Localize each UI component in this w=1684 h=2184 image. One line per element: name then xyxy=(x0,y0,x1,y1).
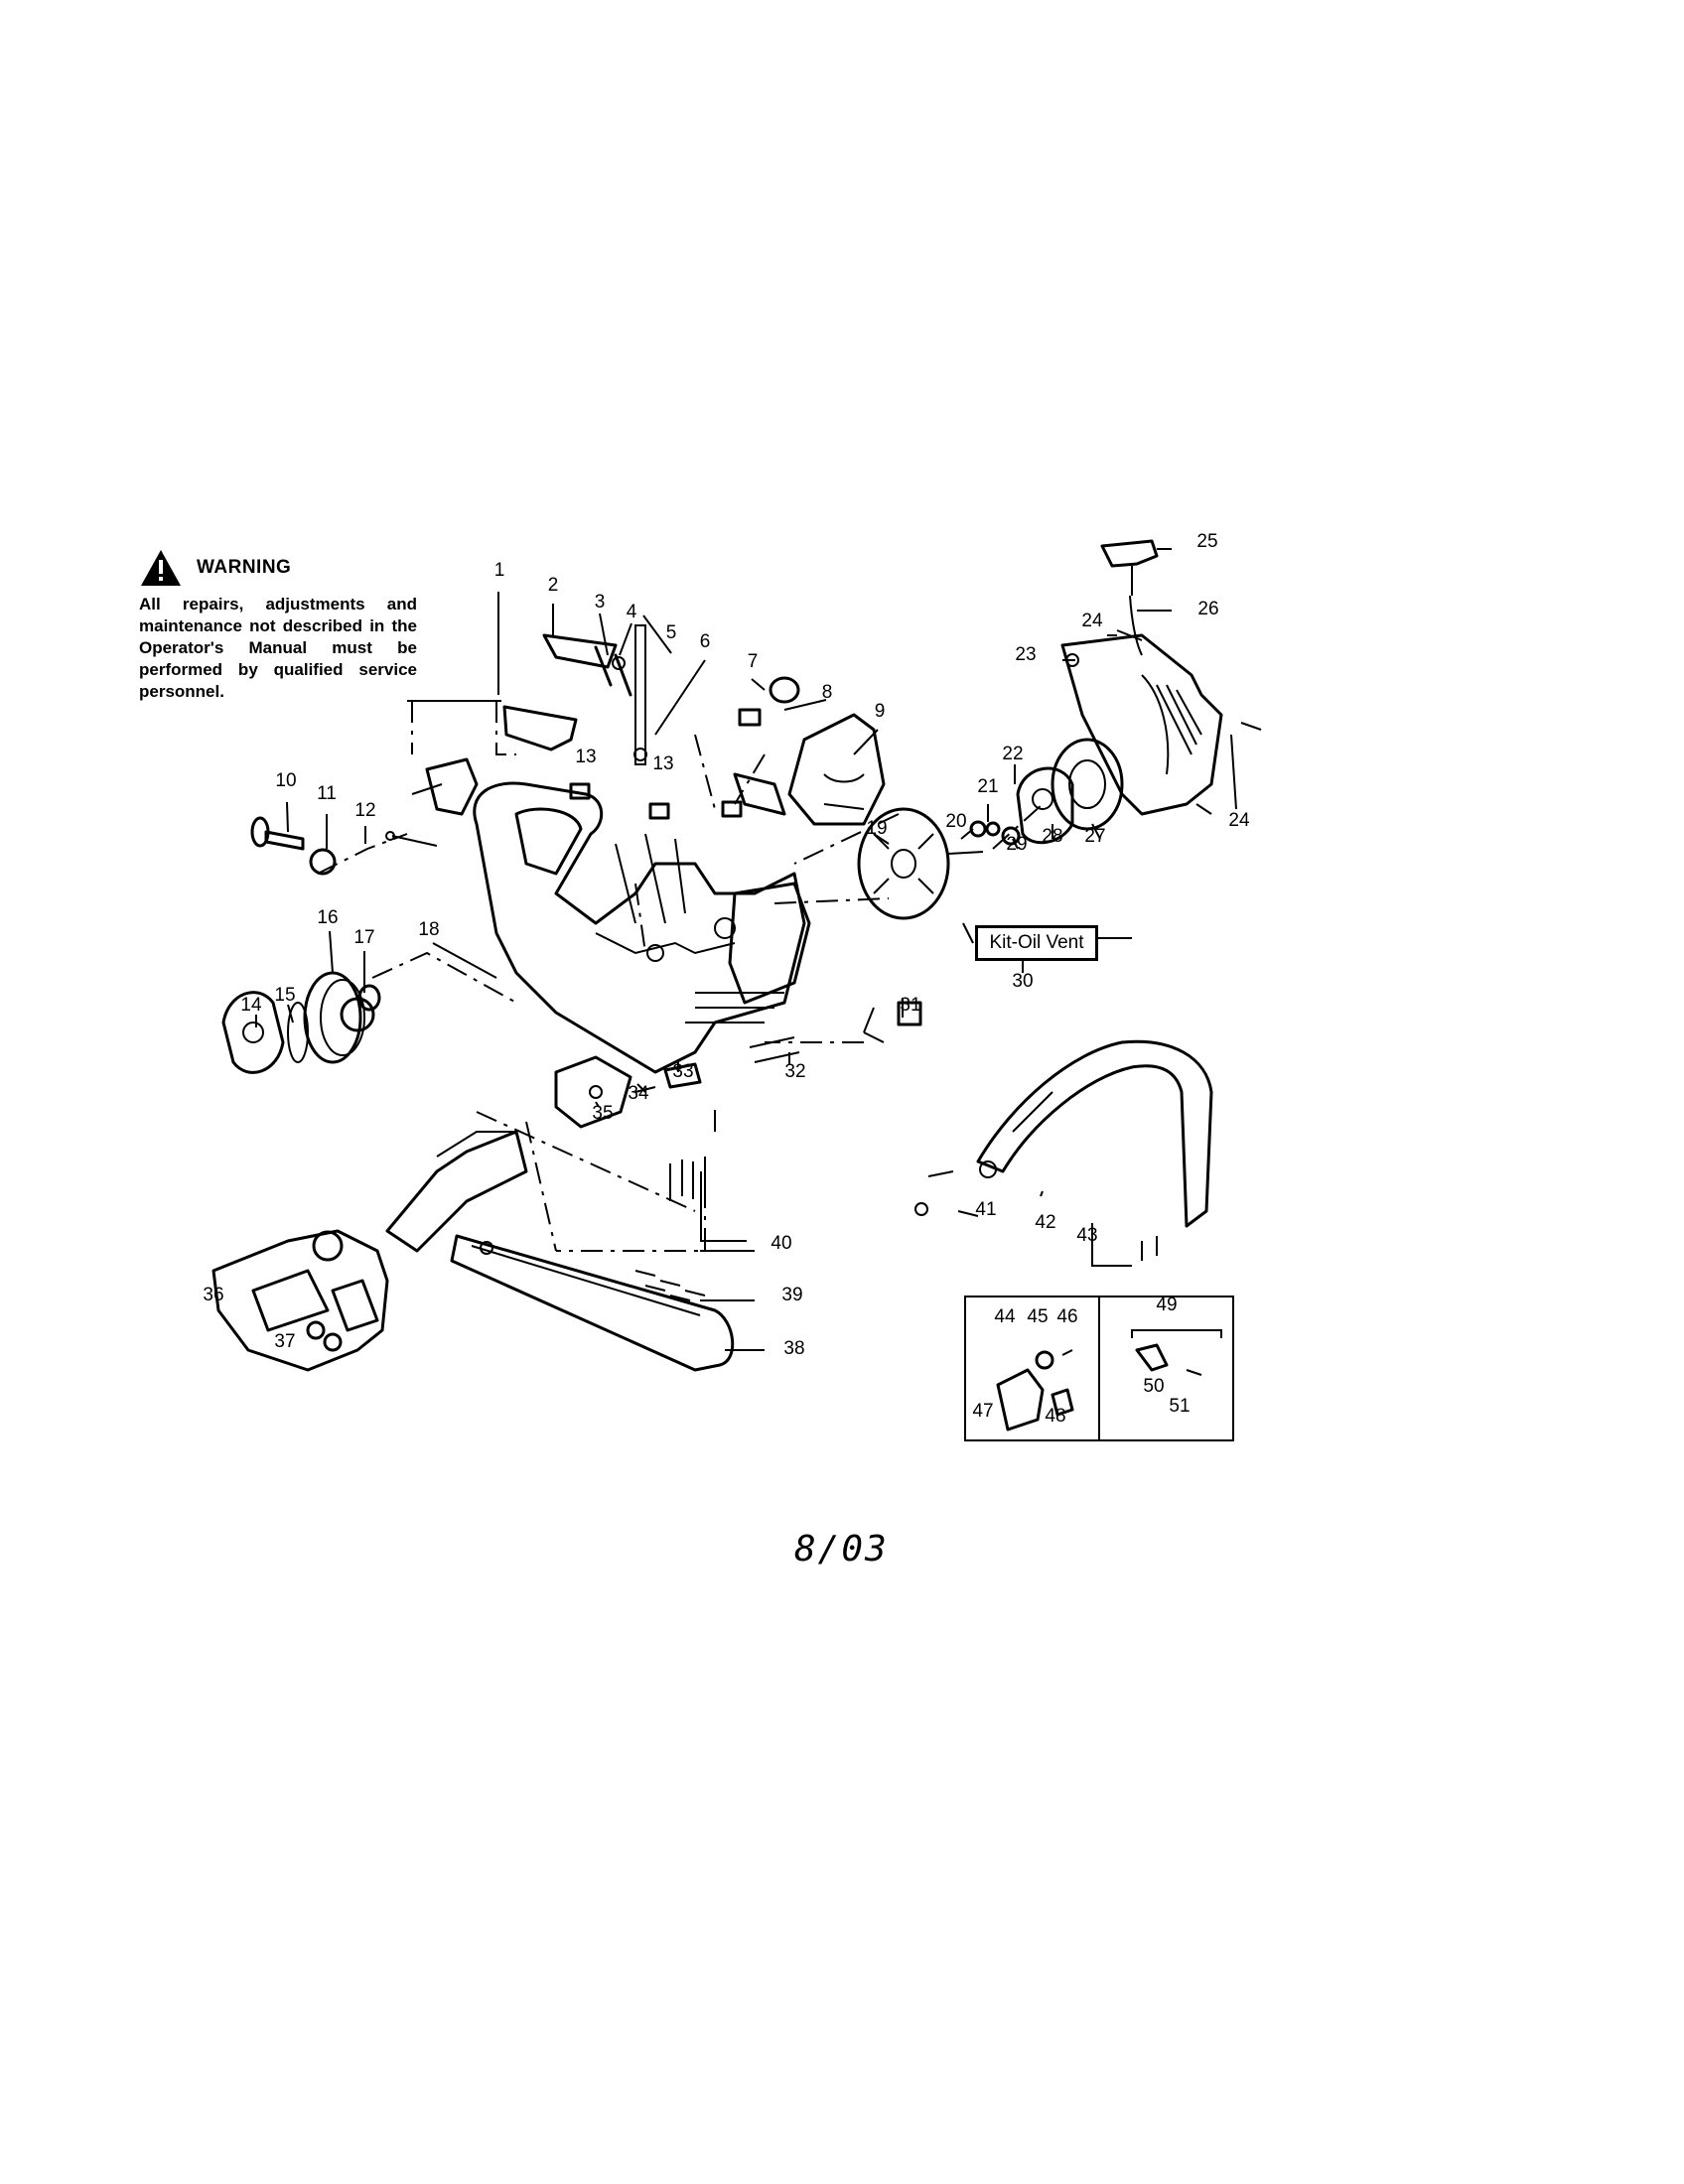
callout-48: 48 xyxy=(1045,1406,1065,1427)
callout-1: 1 xyxy=(494,560,505,581)
callout-28: 28 xyxy=(1042,826,1062,847)
leader-lines xyxy=(317,700,1044,1252)
callout-37: 37 xyxy=(274,1331,295,1352)
date-code: 8/03 xyxy=(794,1529,889,1570)
handle-screws-part xyxy=(914,1170,1158,1261)
callout-30: 30 xyxy=(1012,971,1033,992)
callout-11: 11 xyxy=(317,783,337,804)
saw-chain-part xyxy=(634,1270,706,1301)
callout-lines xyxy=(255,548,1237,1351)
callout-47: 47 xyxy=(972,1401,993,1422)
warning-header: WARNING xyxy=(139,548,417,588)
kit-oil-vent-label: Kit-Oil Vent xyxy=(975,925,1098,961)
oil-vent-part xyxy=(863,1001,922,1043)
callout-50: 50 xyxy=(1143,1376,1164,1397)
small-parts-cluster xyxy=(569,624,743,820)
callout-21: 21 xyxy=(977,776,998,797)
callout-40: 40 xyxy=(771,1233,791,1254)
flywheel-part xyxy=(857,807,984,920)
callout-46: 46 xyxy=(1056,1306,1077,1327)
callout-7: 7 xyxy=(748,651,759,672)
callout-24: 24 xyxy=(1081,611,1103,631)
callout-19: 19 xyxy=(866,818,887,839)
callout-35: 35 xyxy=(592,1103,613,1124)
callout-39: 39 xyxy=(781,1285,802,1305)
callout-44: 44 xyxy=(994,1306,1016,1327)
bar-bolts-part xyxy=(669,1157,706,1201)
starter-handle-part xyxy=(1100,539,1159,656)
callout-9: 9 xyxy=(875,701,886,722)
callout-14: 14 xyxy=(240,995,262,1016)
callout-6: 6 xyxy=(700,631,711,652)
callout-51: 51 xyxy=(1169,1396,1190,1417)
warning-text: All repairs, adjustments and maintenance… xyxy=(139,595,417,701)
starter-pulley-part xyxy=(1016,766,1074,845)
callout-24: 24 xyxy=(1228,810,1250,831)
callout-23: 23 xyxy=(1015,644,1036,665)
clutch-assembly-part xyxy=(221,971,381,1074)
callout-22: 22 xyxy=(1002,744,1023,764)
callout-49: 49 xyxy=(1156,1295,1177,1315)
callout-27: 27 xyxy=(1084,826,1105,847)
callout-32: 32 xyxy=(784,1061,805,1082)
washer-part xyxy=(969,820,1021,846)
callout-42: 42 xyxy=(1035,1212,1055,1233)
callout-2: 2 xyxy=(548,575,559,596)
callout-13: 13 xyxy=(575,747,596,767)
callout-43: 43 xyxy=(1076,1225,1097,1246)
guide-bar-part xyxy=(450,1234,735,1372)
callout-33: 33 xyxy=(672,1061,693,1082)
callout-26: 26 xyxy=(1197,599,1218,619)
callout-3: 3 xyxy=(595,592,606,613)
top-cover-part xyxy=(502,633,618,751)
callout-15: 15 xyxy=(274,985,295,1006)
bar-stud-part xyxy=(250,816,337,876)
warning-notice: WARNING All repairs, adjustments and mai… xyxy=(139,548,417,703)
callout-34: 34 xyxy=(628,1083,649,1104)
sprocket-cover-part xyxy=(211,1130,528,1372)
callout-45: 45 xyxy=(1027,1306,1048,1327)
callout-8: 8 xyxy=(822,682,833,703)
bar-nut-part xyxy=(306,1320,343,1352)
front-handle-part xyxy=(976,1039,1213,1228)
recoil-spring-part xyxy=(1051,738,1124,831)
inset-box xyxy=(964,1296,1234,1441)
callout-4: 4 xyxy=(627,602,637,622)
callout-18: 18 xyxy=(418,919,439,940)
callout-12: 12 xyxy=(354,800,375,821)
starter-housing-part xyxy=(1060,633,1223,816)
callout-20: 20 xyxy=(945,811,966,832)
callout-17: 17 xyxy=(353,927,374,948)
air-filter-part xyxy=(733,676,886,826)
callout-16: 16 xyxy=(317,907,338,928)
warning-title: WARNING xyxy=(197,557,292,578)
mounting-bolts-part xyxy=(634,1036,800,1093)
callout-38: 38 xyxy=(783,1338,804,1359)
callout-36: 36 xyxy=(203,1285,223,1305)
callout-13: 13 xyxy=(652,753,673,774)
throttle-trigger-part xyxy=(411,757,479,816)
warning-triangle-icon xyxy=(141,550,181,586)
tensioner-plate-part xyxy=(554,1055,632,1129)
callout-41: 41 xyxy=(975,1199,996,1220)
screw-part xyxy=(1116,629,1262,815)
engine-housing-part xyxy=(473,781,811,1074)
callout-31: 31 xyxy=(900,995,920,1016)
callout-5: 5 xyxy=(666,622,677,643)
callout-29: 29 xyxy=(1006,834,1027,855)
callout-10: 10 xyxy=(275,770,296,791)
callout-25: 25 xyxy=(1196,531,1217,552)
